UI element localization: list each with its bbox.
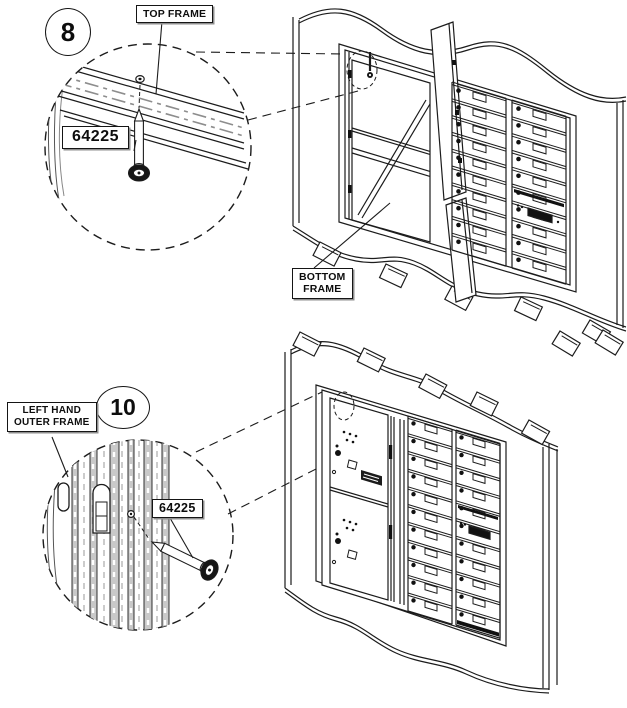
step-number-10-label: 10 (110, 394, 136, 420)
step8-mailbox-unit (338, 21, 577, 303)
step10-leader-lines (51, 391, 323, 559)
part-64225-step8-text: 64225 (72, 128, 119, 145)
top-frame-callout-text: TOP FRAME (143, 8, 207, 20)
step10-mailbox-unit (315, 384, 507, 647)
step10-open-door (329, 397, 405, 605)
step10-tenant-doors-right-column (455, 429, 501, 639)
part-64225-callout-step8: 64225 (62, 126, 129, 149)
left-hand-outer-frame-callout: LEFT HAND OUTER FRAME (7, 402, 97, 432)
bottom-frame-callout-line2: FRAME (303, 283, 342, 296)
step-number-8-label: 8 (60, 16, 76, 47)
left-hand-outer-frame-line2: OUTER FRAME (14, 416, 90, 428)
bottom-frame-callout-line1: BOTTOM (299, 271, 346, 283)
step10-detail-circle (42, 439, 234, 631)
left-hand-outer-frame-line1: LEFT HAND (22, 405, 81, 416)
step10-wall (284, 328, 626, 694)
step10-tenant-doors-left-column (407, 415, 453, 625)
bottom-frame-callout: BOTTOM FRAME (292, 268, 353, 299)
step-number-10: 10 (96, 386, 150, 429)
step10-illustration (42, 328, 626, 694)
step10-screw-location (333, 391, 355, 421)
step-number-8: 8 (45, 8, 91, 56)
part-64225-callout-step10: 64225 (152, 499, 203, 518)
part-64225-step10-text: 64225 (159, 501, 196, 515)
top-frame-callout: TOP FRAME (136, 5, 214, 24)
step8-tenant-doors-left-column (451, 81, 507, 267)
step8-tenant-doors-right-column (511, 99, 567, 285)
step8-open-compartment (348, 52, 431, 243)
step8-leader-lines (133, 20, 391, 269)
step8-wall (292, 8, 627, 347)
step8-illustration (44, 8, 627, 347)
step8-detail-circle (44, 43, 252, 251)
step8-screw-location (346, 50, 378, 90)
